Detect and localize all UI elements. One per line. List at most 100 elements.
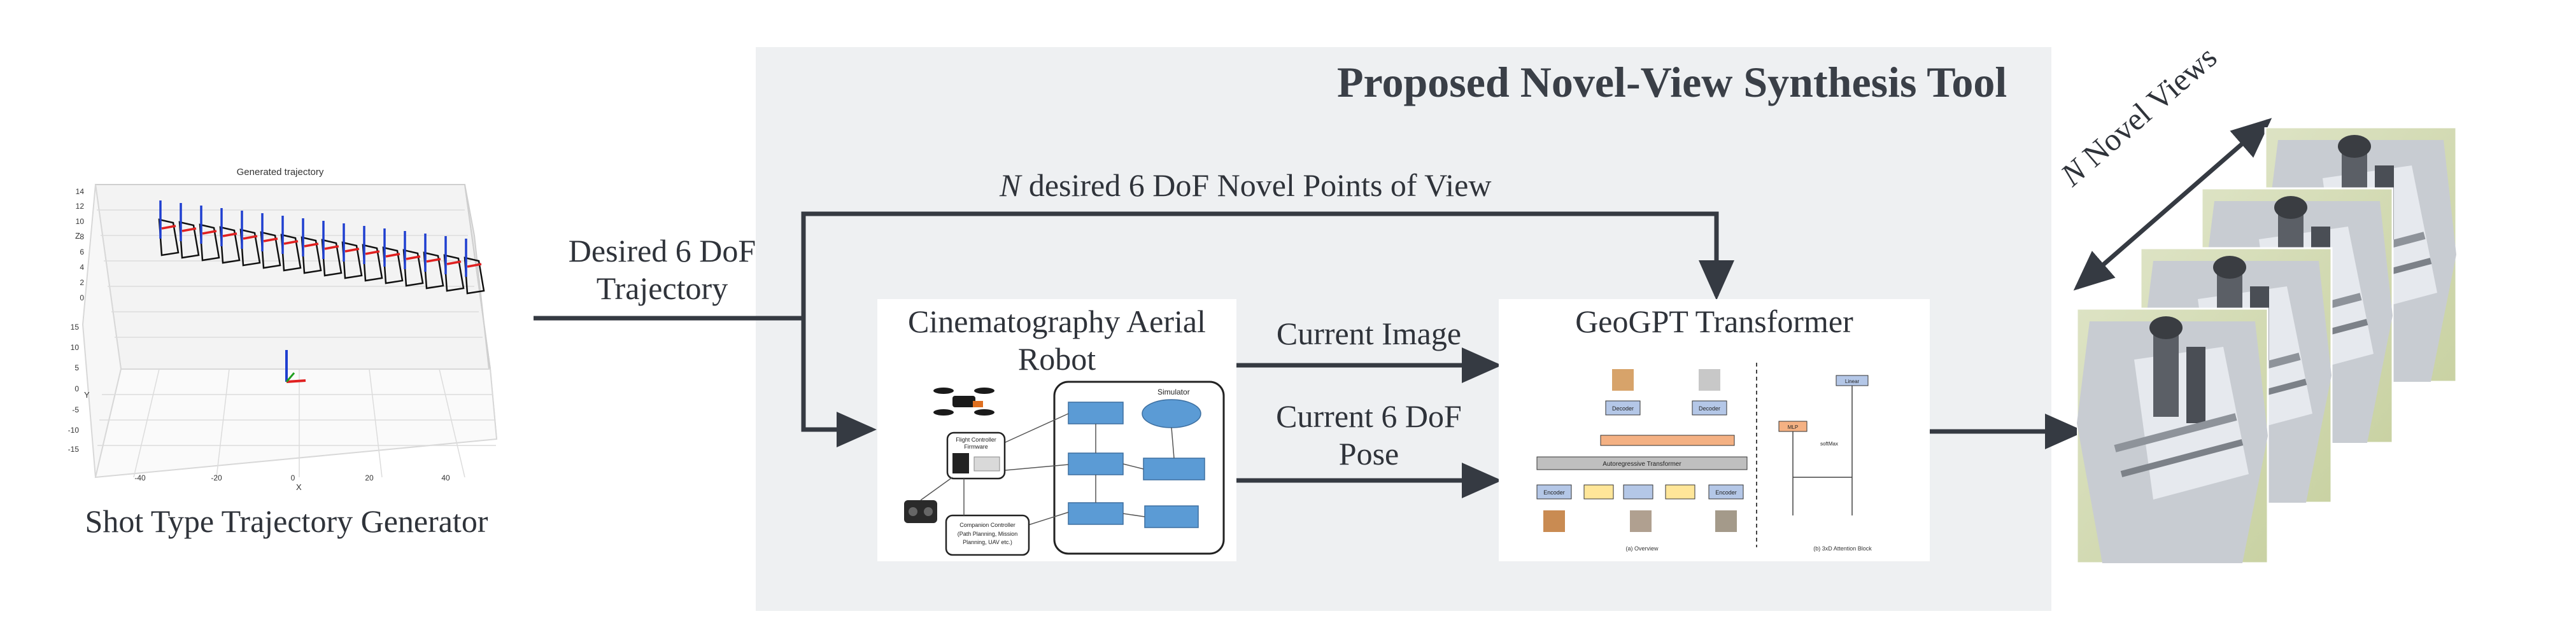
camera-forward-axis [263,237,278,242]
camera-forward-axis [426,258,441,263]
camera-frustum [158,218,180,256]
trajectory-label: Desired 6 DoF Trajectory [535,232,789,307]
current-pose-label: Current 6 DoF Pose [1248,398,1490,473]
camera-frustum [260,231,281,269]
svg-text:softMax: softMax [1820,441,1838,447]
camera-frustum [464,256,485,295]
novel-points-text: desired 6 DoF Novel Points of View [1021,167,1492,203]
svg-text:MLP: MLP [1788,424,1798,430]
y-tick-label: 0 [80,293,84,302]
camera-frustum [443,254,465,292]
drone-icon [933,388,994,416]
robot-card: Cinematography Aerial Robot Simulator Fl… [877,299,1236,561]
camera-forward-axis [446,260,462,265]
trajectory-plot: Generated trajectory Z Y X 1412108642015… [68,167,498,490]
x-tick-label: -40 [134,473,146,482]
camera-forward-axis [243,235,258,240]
camera-frustum [301,236,322,274]
camera-forward-axis [202,230,217,235]
novel-views-stack [2077,127,2458,564]
svg-text:Planning, UAV etc.): Planning, UAV etc.) [963,539,1012,545]
y-tick-label: 15 [71,323,80,332]
camera-frustum [423,251,444,290]
y-tick-label: -10 [68,426,80,435]
svg-text:Encoder: Encoder [1715,489,1737,496]
transformer-card: GeoGPT Transformer Decoder Decoder Autor… [1499,299,1930,561]
camera-forward-axis [467,263,482,268]
camera-forward-axis [365,250,380,255]
robot-title-line2: Robot [1017,341,1096,377]
y-tick-label: 10 [76,217,85,226]
novel-points-n: N [1000,167,1021,203]
camera-forward-axis [304,242,319,248]
svg-text:(Path Planning, Mission: (Path Planning, Mission [958,531,1018,537]
svg-text:Decoder: Decoder [1699,405,1720,412]
camera-forward-axis [344,248,360,253]
n-views-diagonal-arrow [2073,118,2272,291]
x-tick-label: 0 [291,473,295,482]
camera-forward-axis [283,240,299,245]
camera-frustum [280,234,302,272]
trajectory-label-line2: Trajectory [596,270,728,306]
svg-text:Firmware: Firmware [964,444,988,450]
y-tick-label: 10 [71,343,80,352]
y-tick-label: 12 [76,202,85,211]
x-tick-label: 20 [365,473,374,482]
camera-forward-axis [222,232,237,237]
y-tick-label: 2 [80,278,84,287]
trajectory-to-robot-arrow [801,318,877,447]
camera-frustum [239,228,261,267]
camera-forward-axis [324,245,339,250]
trajectory-label-line1: Desired 6 DoF [568,233,756,269]
generator-caption: Shot Type Trajectory Generator [85,503,488,539]
x-tick-label: -20 [211,473,222,482]
camera-frustum [178,221,200,259]
y-tick-label: 5 [74,363,79,372]
novel-points-arrow [801,211,1734,318]
camera-frustum [382,246,404,284]
current-image-label: Current Image [1276,316,1462,351]
camera-frustum [402,249,424,287]
transformer-title: GeoGPT Transformer [1575,304,1853,339]
y-tick-label: 8 [80,232,84,241]
x-axis-label: X [296,482,302,490]
camera-forward-axis [406,255,421,260]
camera-frustum [219,226,241,264]
y-tick-label: 0 [74,384,79,393]
novel-view-image [2077,307,2269,564]
svg-text:Autoregressive Transformer: Autoregressive Transformer [1603,461,1681,468]
simulator-label: Simulator [1157,388,1190,396]
svg-text:Linear: Linear [1845,379,1860,384]
camera-forward-axis [181,227,197,232]
svg-text:(b) 3xD Attention Block: (b) 3xD Attention Block [1813,545,1872,552]
panel-title: Proposed Novel-View Synthesis Tool [1337,58,2007,106]
svg-text:Companion Controller: Companion Controller [959,522,1016,528]
x-tick-label: 40 [441,473,450,482]
robot-architecture-diagram: Simulator Flight Controller Firmware [904,381,1225,556]
remote-controller-icon [904,500,937,523]
svg-text:Decoder: Decoder [1612,405,1634,412]
camera-forward-axis [385,253,400,258]
novel-points-label: N desired 6 DoF Novel Points of View [1000,167,1491,204]
y-tick-label: -5 [72,405,79,414]
camera-forward-axis [161,225,176,230]
y-tick-label: 6 [80,248,84,256]
camera-frustum [341,241,363,279]
current-pose-line1: Current 6 DoF [1276,398,1462,434]
svg-text:Encoder: Encoder [1543,489,1565,496]
camera-frustum [321,239,343,277]
transformer-architecture-diagram: Decoder Decoder Autoregressive Transform… [1536,363,1872,552]
robot-title: Cinematography Aerial Robot [877,303,1236,378]
robot-title-line1: Cinematography Aerial [908,304,1206,339]
camera-frustum [362,244,383,282]
plot-title: Generated trajectory [237,167,324,178]
y-axis-label: Y [84,390,90,400]
camera-frustum [199,223,220,262]
y-tick-label: -15 [68,445,80,454]
z-axis-label: Z [75,231,80,241]
svg-text:(a) Overview: (a) Overview [1625,545,1659,552]
y-tick-label: 14 [76,187,85,196]
flight-controller-label: Flight Controller [956,437,996,443]
current-pose-line2: Pose [1338,436,1399,472]
